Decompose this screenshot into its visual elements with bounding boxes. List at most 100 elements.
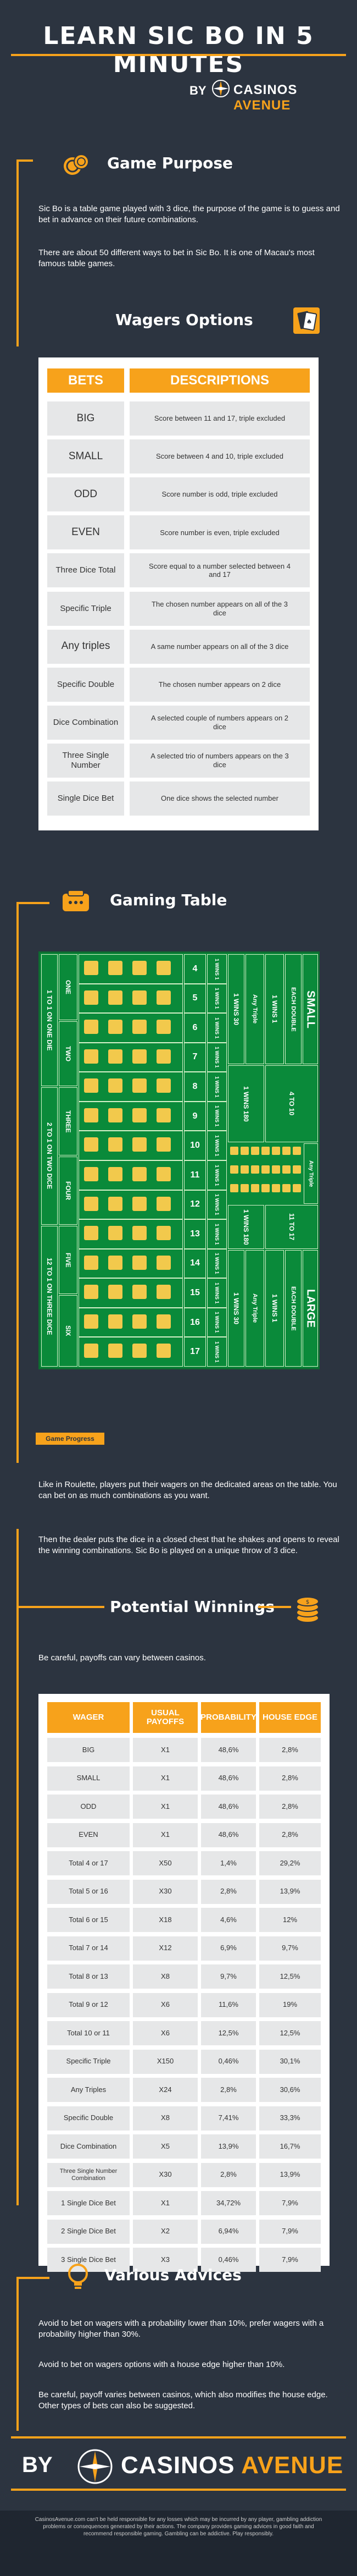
coins-icon: [60, 150, 91, 180]
payoffs-cell: X30: [133, 1879, 198, 1904]
board-odds-cell: 1 WINS 1: [207, 1337, 227, 1367]
board-triple-wins[interactable]: 1 WINS 30: [228, 954, 244, 1064]
board-single-five[interactable]: FIVE: [59, 1226, 77, 1294]
board-single-four[interactable]: FOUR: [59, 1157, 77, 1225]
board-large[interactable]: LARGE: [303, 1250, 318, 1367]
payoffs-cell: 9,7%: [259, 1936, 321, 1961]
board-any-triple-b[interactable]: Any Triple: [246, 1250, 264, 1367]
die-icon: [132, 1078, 147, 1093]
wagers-col-header-bets: BETS: [47, 368, 124, 393]
board-large-range[interactable]: 11 TO 17: [265, 1205, 318, 1249]
die-icon: [84, 1167, 98, 1181]
die-icon: [282, 1184, 291, 1192]
footer-divider-bottom: [11, 2489, 346, 2491]
payoffs-cell: 4,6%: [201, 1908, 256, 1932]
board-triple-wins-180[interactable]: 1 WINS 180: [228, 1065, 264, 1142]
board-total-cell: 13: [184, 1219, 206, 1249]
wagers-desc-cell: Score equal to a number selected between…: [130, 553, 310, 588]
payoffs-cell: X6: [133, 1992, 198, 2017]
die-icon: [241, 1147, 249, 1155]
payoffs-cell: Any Triples: [47, 2078, 130, 2102]
wagers-bet-cell: EVEN: [47, 515, 124, 550]
timeline-line: [16, 2277, 49, 2279]
payoffs-cell: Total 7 or 14: [47, 1936, 130, 1961]
die-icon: [293, 1147, 301, 1155]
wagers-bet-cell: Dice Combination: [47, 705, 124, 740]
payoffs-cell: X1: [133, 1823, 198, 1847]
board-small-wins[interactable]: 1 WINS 1: [265, 954, 284, 1064]
die-icon: [132, 1344, 147, 1358]
payoffs-cell: 1,4%: [201, 1851, 256, 1875]
payoffs-cell: 0,46%: [201, 2049, 256, 2074]
board-odds-cell: 1 WINS 1: [207, 1190, 227, 1220]
payoffs-cell: Total 4 or 17: [47, 1851, 130, 1875]
timeline-line: [16, 902, 49, 904]
board-odds-cell: 1 WINS 1: [207, 1013, 227, 1043]
payoffs-cell: Specific Double: [47, 2106, 130, 2131]
board-small[interactable]: SMALL: [303, 954, 318, 1064]
die-icon: [132, 1049, 147, 1064]
board-single-three[interactable]: THREE: [59, 1087, 77, 1155]
die-icon: [108, 1314, 122, 1329]
board-odds-cell: 1 WINS 1: [207, 954, 227, 984]
payoffs-cell: 6,94%: [201, 2219, 256, 2244]
payoffs-cell: 2,8%: [201, 1879, 256, 1904]
die-icon: [293, 1184, 301, 1192]
section-heading-potential-winnings: Potential Winnings: [110, 1598, 275, 1616]
dice-grid-cell: [79, 1307, 183, 1337]
sic-bo-board: 1 TO 1 ON ONE DIE 2 TO 1 ON TWO DICE 12 …: [38, 951, 320, 1369]
die-icon: [108, 1049, 122, 1064]
board-triple-wins-b[interactable]: 1 WINS 30: [228, 1250, 244, 1367]
board-small-range[interactable]: 4 TO 10: [265, 1065, 318, 1142]
game-progress-paragraph-2: Then the dealer puts the dice in a close…: [38, 1535, 339, 1556]
payoffs-cell: X50: [133, 1851, 198, 1875]
board-any-triple[interactable]: Any Triple: [246, 954, 264, 1064]
die-icon: [84, 1108, 98, 1122]
page-title: LEARN SIC BO IN 5 MINUTES: [43, 22, 314, 78]
section-heading-various-advices: Various Advices: [104, 2266, 242, 2284]
section-heading-gaming-table: Gaming Table: [110, 891, 227, 909]
payoffs-cell: 30,6%: [259, 2078, 321, 2102]
section-heading-game-purpose: Game Purpose: [107, 154, 233, 172]
board-single-six[interactable]: SIX: [59, 1295, 77, 1367]
dice-grid-cell: [79, 1219, 183, 1249]
board-large-wins[interactable]: 1 WINS 1: [265, 1250, 284, 1367]
compass-logo-icon: [77, 2449, 113, 2484]
dice-grid-cell: [79, 1190, 183, 1220]
wagers-bet-cell: Three Single Number: [47, 743, 124, 778]
game-progress-label: Game Progress: [36, 1433, 104, 1445]
board-any-triple-c[interactable]: Any Triple: [304, 1143, 318, 1204]
payoffs-col-header: HOUSE EDGE: [259, 1702, 321, 1733]
die-icon: [84, 1314, 98, 1329]
die-icon: [108, 1255, 122, 1270]
brand-part1: CASINOS: [233, 82, 298, 97]
payoffs-cell: 48,6%: [201, 1766, 256, 1791]
die-icon: [84, 990, 98, 1005]
payoffs-cell: 48,6%: [201, 1823, 256, 1847]
wagers-desc-cell: A same number appears on all of the 3 di…: [130, 629, 310, 664]
board-total-cell: 12: [184, 1190, 206, 1220]
board-dice-grid: [79, 954, 183, 1367]
board-single-two[interactable]: TWO: [59, 1021, 77, 1086]
board-large-each-double[interactable]: EACH DOUBLE: [285, 1250, 302, 1367]
payoffs-cell: X2: [133, 2219, 198, 2244]
die-icon: [132, 1196, 147, 1211]
dice-grid-cell: [79, 1042, 183, 1072]
board-odds-cell: 1 WINS 1: [207, 1042, 227, 1072]
payoffs-cell: 6,9%: [201, 1936, 256, 1961]
payoffs-cell: 16,7%: [259, 2134, 321, 2159]
payoffs-cell: X1: [133, 2191, 198, 2215]
board-total-cell: 8: [184, 1072, 206, 1102]
board-triple-wins-180-b[interactable]: 1 WINS 180: [228, 1205, 264, 1249]
payoffs-cell: 11,6%: [201, 1992, 256, 2017]
board-single-one[interactable]: ONE: [59, 954, 77, 1020]
die-icon: [84, 1078, 98, 1093]
footer-band: [0, 2511, 357, 2576]
board-total-cell: 15: [184, 1278, 206, 1308]
payoffs-cell: X12: [133, 1936, 198, 1961]
board-small-each-double[interactable]: EACH DOUBLE: [285, 954, 302, 1064]
advice-3: Be careful, payoff varies between casino…: [38, 2390, 328, 2411]
payoffs-col-header: USUAL PAYOFFS: [133, 1702, 198, 1733]
